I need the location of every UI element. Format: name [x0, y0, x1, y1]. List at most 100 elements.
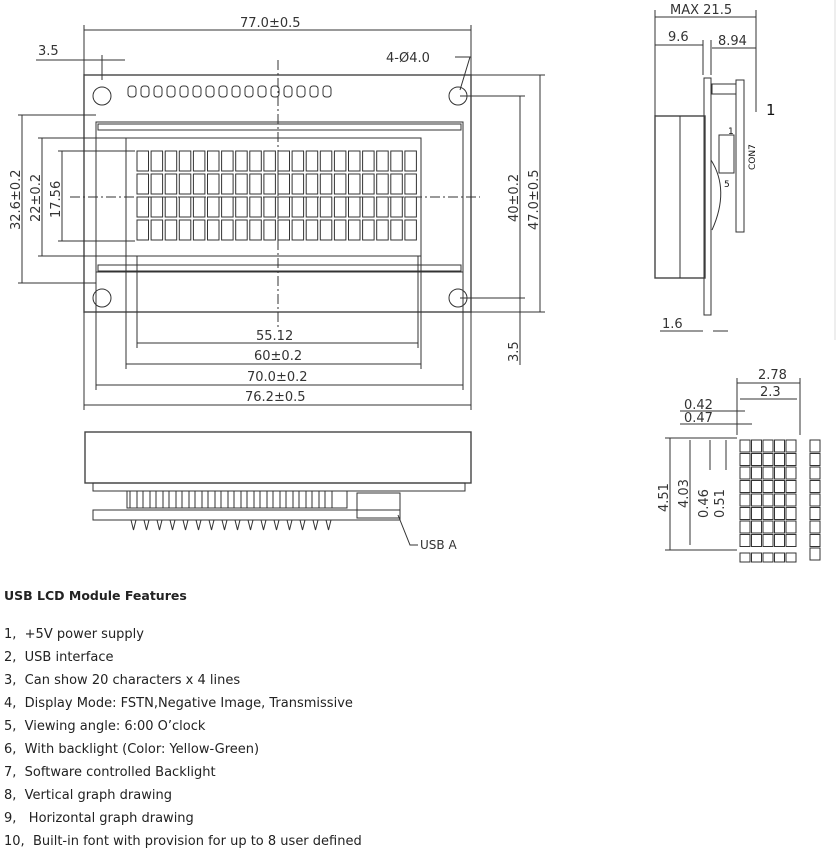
pixel-dot: [785, 534, 797, 547]
dim-hole-offset: 3.5: [38, 44, 59, 59]
character-cell: [263, 196, 276, 218]
dim-w-dots: 2.3: [760, 385, 781, 400]
character-cell: [277, 219, 290, 241]
dim-max: MAX 21.5: [670, 3, 732, 18]
character-cell: [333, 219, 347, 241]
pixel-dot: [785, 453, 797, 466]
character-cell: [178, 219, 192, 241]
lcd-mechanical-drawing: 77.0±0.5 3.5 4-Ø4.0 32.6±0.2 22±0.2 17.5…: [9, 0, 836, 563]
pixel-dot: [785, 507, 797, 520]
character-cell: [390, 150, 403, 172]
dim-w-active: 55.12: [256, 329, 293, 344]
character-cell: [192, 196, 206, 218]
feature-item: 1, +5V power supply: [4, 627, 144, 642]
cursor-dot: [762, 552, 774, 563]
character-cell: [207, 173, 220, 195]
dim-h-dots: 4.03: [677, 479, 692, 508]
character-cell: [277, 150, 290, 172]
pin-lead: [260, 519, 267, 531]
header-pin: [233, 490, 242, 509]
header-pin: [298, 490, 307, 509]
header-pin: [129, 490, 138, 509]
character-cell: [319, 196, 333, 218]
dim-h-outer: 32.6±0.2: [9, 169, 24, 230]
mounting-hole: [92, 86, 112, 106]
character-cell: [164, 173, 178, 195]
character-cell: [221, 219, 234, 241]
pin-pad: [231, 85, 241, 98]
character-cell: [390, 219, 403, 241]
adjacent-dot: [809, 453, 821, 466]
pin-lead: [195, 519, 202, 531]
header-pin: [207, 490, 216, 509]
character-cell: [319, 219, 333, 241]
dim-h-view: 22±0.2: [29, 174, 44, 222]
header-pin: [324, 490, 333, 509]
header-pin: [311, 490, 320, 509]
pin-lead: [169, 519, 176, 531]
character-cell: [319, 173, 333, 195]
header-pin: [220, 490, 229, 509]
pin-lead: [312, 519, 319, 531]
character-cell: [376, 219, 389, 241]
character-cell: [178, 173, 192, 195]
cursor-dot: [751, 552, 762, 563]
pin-pad: [322, 85, 332, 98]
character-cell: [404, 196, 417, 218]
character-cell: [221, 150, 234, 172]
dim-pcb: 1.6: [662, 317, 683, 332]
pin-lead: [273, 519, 280, 531]
adjacent-dot: [809, 480, 821, 493]
pixel-dot: [762, 439, 774, 453]
dim-dot-pitch-v: 0.51: [713, 489, 728, 518]
character-cell: [348, 219, 361, 241]
feature-item: 5, Viewing angle: 6:00 O’clock: [4, 719, 206, 734]
character-cell: [291, 196, 305, 218]
bottom-view: USB A: [84, 431, 472, 552]
dim-width-overall: 77.0±0.5: [240, 16, 301, 31]
character-cell: [249, 150, 262, 172]
adjacent-dot: [809, 439, 821, 453]
character-cell: [235, 150, 248, 172]
character-cell: [164, 150, 178, 172]
header-pin: [155, 490, 164, 509]
feature-item: 4, Display Mode: FSTN,Negative Image, Tr…: [4, 696, 353, 711]
character-cell: [207, 150, 220, 172]
pin-pad: [257, 85, 267, 98]
side-view: MAX 21.5 9.6 8.94 1 1 5 CON7 1.6: [654, 0, 836, 340]
feature-item: 7, Software controlled Backlight: [4, 765, 216, 780]
pin-lead: [299, 519, 306, 531]
character-cell: [362, 219, 375, 241]
character-cell: [305, 173, 319, 195]
character-cell: [192, 150, 206, 172]
pin-lead: [130, 519, 137, 531]
character-cell: [333, 173, 347, 195]
character-cell: [164, 196, 178, 218]
character-cell: [362, 173, 375, 195]
cursor-dot: [785, 552, 797, 563]
character-cell: [362, 196, 375, 218]
dim-dot-pitch: 0.47: [684, 411, 713, 426]
pixel-dot: [774, 453, 785, 466]
character-cell: [277, 173, 290, 195]
character-cell: [136, 173, 149, 195]
pixel-dot: [751, 534, 762, 547]
character-cell: [305, 196, 319, 218]
pixel-dot: [751, 507, 762, 520]
character-cell: [249, 173, 262, 195]
dim-right: 8.94: [718, 34, 747, 49]
pixel-dot: [774, 466, 785, 480]
pixel-dot: [762, 534, 774, 547]
pixel-dot: [751, 466, 762, 480]
adjacent-dot: [809, 547, 821, 561]
character-cell: [235, 219, 248, 241]
feature-item: 8, Vertical graph drawing: [4, 788, 172, 803]
pin-lead: [156, 519, 163, 531]
dim-h-holes: 40±0.2: [507, 174, 522, 222]
character-cell: [150, 150, 164, 172]
header-pin: [246, 490, 255, 509]
character-cell: [192, 219, 206, 241]
character-cell: [348, 150, 361, 172]
adjacent-dot: [809, 466, 821, 480]
pixel-dot: [785, 466, 797, 480]
